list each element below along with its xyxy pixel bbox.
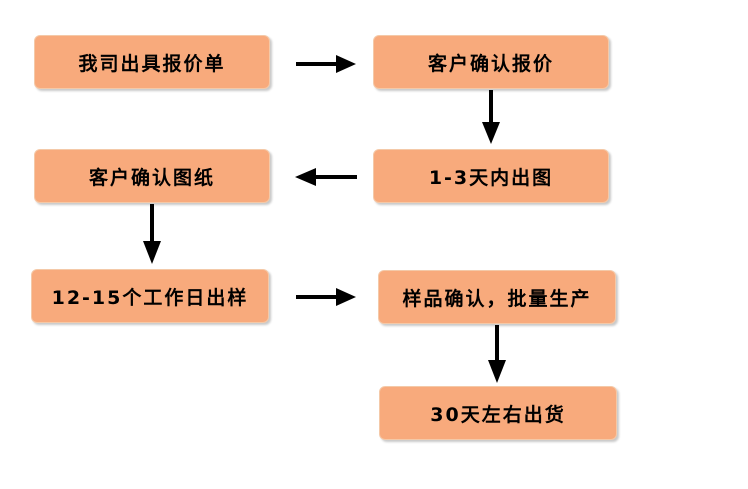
- step-shipment-label: 30天左右出货: [430, 403, 566, 426]
- arrow-drawing-to-confirm-drawing: [295, 168, 357, 186]
- arrow-confirm-drawing-to-sample: [143, 204, 161, 264]
- arrow-sample-to-production: [296, 288, 356, 306]
- step-mass-production-box: 样品确认，批量生产: [378, 270, 616, 324]
- arrow-quotation-to-confirm: [296, 55, 356, 73]
- step-confirm-quote-box: 客户确认报价: [373, 35, 609, 89]
- step-sample-box: 12-15个工作日出样: [31, 269, 269, 323]
- step-quotation-box: 我司出具报价单: [34, 35, 270, 89]
- step-confirm-drawing-box: 客户确认图纸: [34, 149, 270, 203]
- arrow-confirm-to-drawing: [482, 90, 500, 144]
- step-sample-label: 12-15个工作日出样: [51, 286, 249, 309]
- step-drawing-label: 1-3天内出图: [428, 166, 554, 189]
- step-confirm-drawing-label: 客户确认图纸: [88, 166, 215, 189]
- step-quotation-label: 我司出具报价单: [78, 52, 226, 75]
- step-shipment-box: 30天左右出货: [379, 386, 617, 440]
- step-mass-production-label: 样品确认，批量生产: [402, 287, 592, 310]
- step-drawing-box: 1-3天内出图: [373, 149, 609, 203]
- arrow-production-to-shipment: [488, 325, 506, 383]
- step-confirm-quote-label: 客户确认报价: [427, 52, 554, 75]
